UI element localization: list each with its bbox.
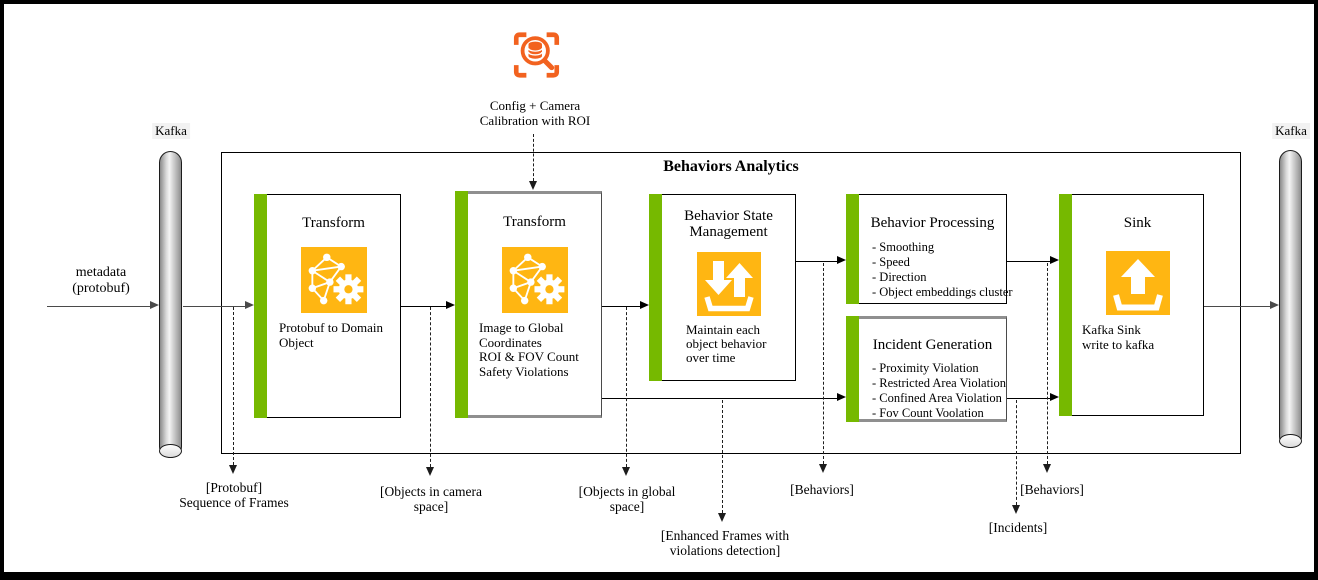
- dashed-arrow-protobuf: [233, 307, 234, 465]
- list-item: - Restricted Area Violation: [872, 376, 1007, 390]
- config-arrowhead: [529, 181, 537, 190]
- node-sink: Sink Kafka Sink write to kafka: [1059, 194, 1204, 416]
- kafka-left-label: Kafka: [152, 123, 190, 139]
- arrowhead: [1270, 301, 1279, 309]
- node-incident-generation: Incident Generation - Proximity Violatio…: [846, 316, 1007, 422]
- network-gear-icon: [501, 247, 568, 313]
- list-item: - Speed: [872, 255, 910, 269]
- arrowhead: [245, 301, 254, 309]
- list-item: - Direction: [872, 270, 927, 284]
- dashed-arrow-behaviors-right: [1047, 263, 1048, 464]
- network-gear-icon: [300, 247, 367, 313]
- arrow-incident-to-sink: [1007, 398, 1050, 399]
- arrowhead-down: [1012, 505, 1020, 514]
- arrowhead-down: [1043, 464, 1051, 473]
- kafka-right-pipe-mouth: [1279, 434, 1302, 448]
- node-body: Kafka Sink write to kafka: [1082, 322, 1155, 352]
- node-transform-1: Transform: [254, 194, 401, 418]
- node-title: Transform: [503, 214, 566, 230]
- dashed-arrow-enhanced-frames: [722, 400, 723, 513]
- arrowhead-down: [718, 513, 726, 522]
- arrowhead: [446, 301, 455, 309]
- accent-bar: [455, 191, 468, 418]
- flow-label-behaviors-left: [Behaviors]: [790, 482, 854, 497]
- flow-label-incidents: [Incidents]: [988, 520, 1048, 535]
- node-behavior-processing: Behavior Processing - Smoothing - Speed …: [846, 194, 1013, 304]
- arrow-behavior-state-to-processing: [796, 261, 837, 262]
- node-body: Image to Global Coordinates ROI & FOV Co…: [479, 320, 579, 379]
- arrowhead: [837, 256, 846, 264]
- arrowhead-down: [819, 464, 827, 473]
- arrowhead: [640, 301, 649, 309]
- dashed-arrow-incidents: [1016, 400, 1017, 505]
- arrowhead-down: [622, 467, 630, 476]
- arrow-kafka-to-transform1: [183, 306, 245, 307]
- flow-label-behaviors-right: [Behaviors]: [1020, 482, 1084, 497]
- node-title: Sink: [1123, 215, 1152, 231]
- in-out-tray-icon: [696, 252, 761, 316]
- node-title: Behavior Processing: [870, 215, 995, 231]
- node-transform-2: Transform: [455, 191, 602, 418]
- upload-tray-icon: [1105, 251, 1170, 315]
- list-item: - Fov Count Voolation: [872, 406, 984, 420]
- database-scan-icon: [509, 28, 564, 82]
- list-item: - Object embeddings cluster: [872, 285, 1013, 299]
- arrowhead-down: [426, 467, 434, 476]
- kafka-left-pipe-mouth: [159, 444, 182, 458]
- list-item: - Confined Area Violation: [872, 391, 1002, 405]
- arrow-transform2-to-incident-generation: [602, 398, 837, 399]
- arrow-transform1-to-transform2: [401, 306, 446, 307]
- node-title: Behavior State Management: [684, 208, 773, 240]
- list-item: - Proximity Violation: [872, 361, 979, 375]
- kafka-right-label: Kafka: [1272, 123, 1310, 139]
- config-dashed-arrow: [533, 134, 534, 181]
- flow-label-protobuf: [Protobuf] Sequence of Frames: [179, 480, 289, 510]
- accent-bar: [1059, 194, 1072, 416]
- arrowhead: [150, 301, 159, 309]
- list-item: - Smoothing: [872, 240, 935, 254]
- arrowhead: [1050, 256, 1059, 264]
- flow-label-enhanced-frames: [Enhanced Frames with violations detecti…: [660, 528, 790, 558]
- arrowhead: [837, 393, 846, 401]
- arrow-processing-to-sink: [1007, 261, 1050, 262]
- node-title: Transform: [302, 215, 365, 231]
- accent-bar: [846, 316, 859, 422]
- arrowhead-down: [229, 465, 237, 474]
- node-body: Maintain each object behavior over time: [686, 322, 767, 365]
- accent-bar: [649, 194, 662, 381]
- container-title: Behaviors Analytics: [663, 158, 799, 175]
- config-label: Config + Camera Calibration with ROI: [479, 98, 591, 128]
- dashed-arrow-objects-global: [626, 307, 627, 467]
- dashed-arrow-behaviors-left: [823, 263, 824, 464]
- kafka-left-pipe: [159, 151, 182, 458]
- arrow-transform2-to-behavior-state: [602, 306, 640, 307]
- accent-bar: [846, 194, 859, 304]
- kafka-right-pipe: [1279, 150, 1302, 448]
- flow-label-objects-camera: [Objects in camera space]: [380, 484, 482, 514]
- flow-label-objects-global: [Objects in global space]: [578, 484, 676, 514]
- node-title: Incident Generation: [872, 337, 993, 353]
- arrowhead: [1050, 393, 1059, 401]
- arrow-sink-to-kafka: [1204, 306, 1270, 307]
- arrow-metadata-to-kafka: [47, 306, 150, 307]
- accent-bar: [254, 194, 267, 418]
- node-body: Protobuf to Domain Object: [279, 320, 383, 350]
- dashed-arrow-objects-camera: [430, 307, 431, 467]
- input-label: metadata (protobuf): [72, 265, 130, 296]
- behaviors-analytics-container: Behaviors Analytics: [221, 152, 1241, 454]
- node-behavior-state-management: Behavior State Management Maintain each …: [649, 194, 796, 381]
